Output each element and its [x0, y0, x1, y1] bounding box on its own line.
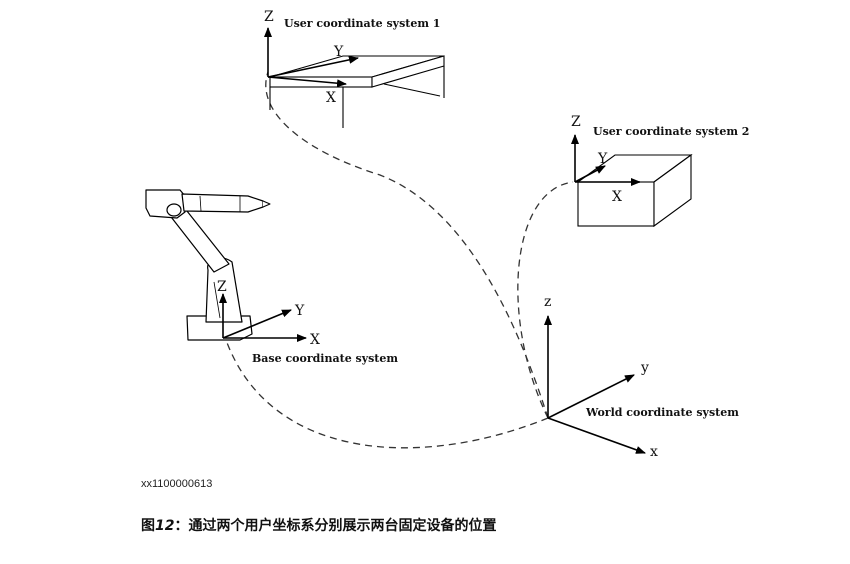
user1-label: User coordinate system 1	[284, 17, 440, 30]
user2-z-label: Z	[571, 114, 581, 130]
user1-y-axis	[267, 55, 359, 78]
base-y-label: Y	[294, 303, 305, 319]
base-label: Base coordinate system	[252, 352, 398, 365]
base-z-label: Z	[217, 279, 227, 295]
world-y-label: y	[640, 360, 649, 376]
user1-x-label: X	[326, 90, 336, 106]
user2-y-axis	[574, 165, 606, 183]
dashed-connectors	[225, 71, 574, 449]
caption-prefix: 图	[141, 518, 155, 534]
base-y-axis	[222, 309, 292, 339]
base-x-label: X	[310, 332, 320, 348]
figure-caption: 图12：通过两个用户坐标系分别展示两台固定设备的位置	[141, 515, 496, 535]
user1-z-label: Z	[264, 9, 274, 25]
user1-x-axis	[267, 76, 347, 88]
user2-y-label: Y	[597, 151, 608, 167]
user2-axes	[571, 134, 641, 186]
base-axes	[219, 293, 307, 342]
world-axes	[544, 315, 646, 454]
caption-number: 12	[155, 518, 175, 534]
figure-reference-id: xx1100000613	[141, 478, 213, 490]
user2-x-label: X	[612, 189, 622, 205]
user1-axes	[264, 27, 359, 88]
world-label: World coordinate system	[585, 406, 739, 419]
user1-y-label: Y	[333, 44, 344, 60]
path-world-to-user1	[265, 71, 549, 419]
world-x-axis	[547, 417, 646, 454]
robot	[145, 189, 271, 341]
path-world-to-base	[225, 339, 549, 449]
user2-label: User coordinate system 2	[593, 125, 749, 138]
world-x-label: x	[650, 444, 658, 460]
user2-fixture	[576, 153, 693, 228]
caption-text: ：通过两个用户坐标系分别展示两台固定设备的位置	[174, 518, 497, 534]
world-y-axis	[547, 374, 635, 419]
world-z-label: z	[544, 294, 551, 310]
path-world-to-user2	[517, 181, 574, 419]
user1-fixture	[269, 55, 445, 128]
